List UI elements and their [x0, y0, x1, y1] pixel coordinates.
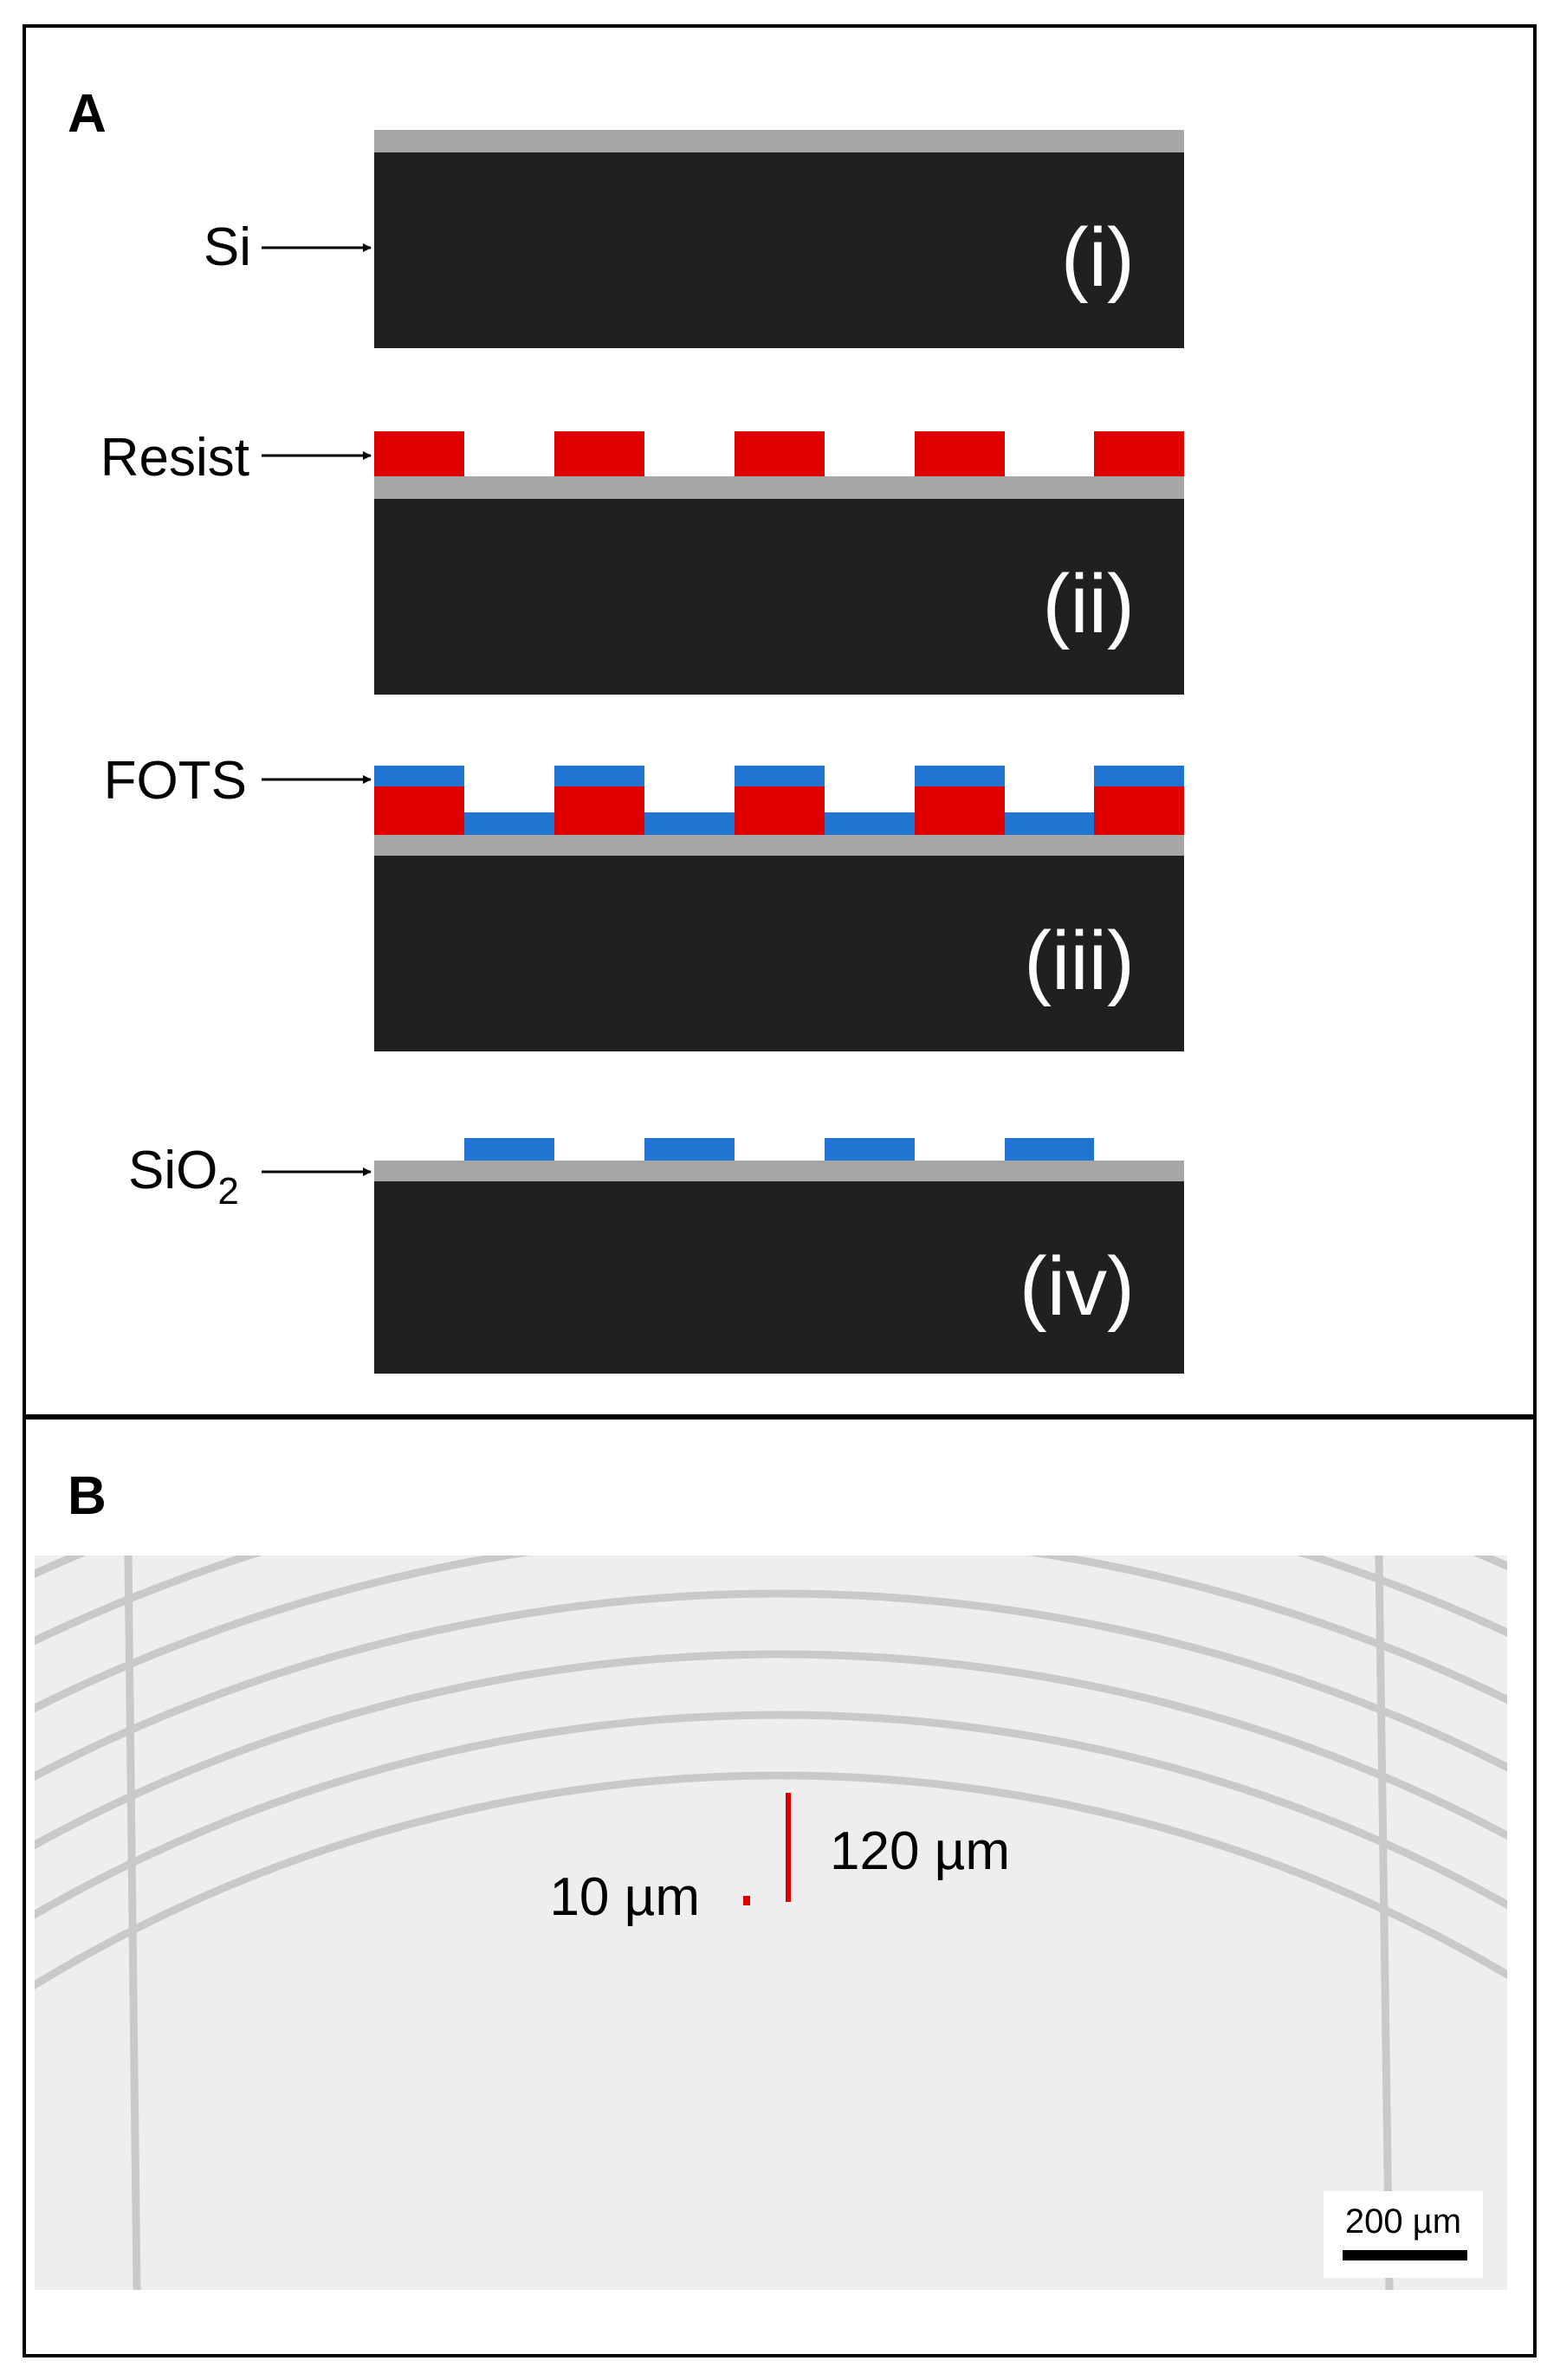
silicon-substrate [374, 856, 1184, 1051]
micrograph-side-channel [1375, 1555, 1394, 2290]
scale-bar-background [1324, 2191, 1483, 2278]
micrograph [35, 1555, 1507, 2290]
resist-block [915, 431, 1005, 476]
period-label: 120 µm [830, 1821, 1010, 1881]
resist-block [554, 431, 644, 476]
micrograph-channel [35, 1555, 1507, 1646]
micrograph-channel [35, 1650, 1507, 1850]
resist-block [735, 786, 825, 835]
fots-layer [644, 812, 735, 835]
silicon-substrate [374, 1181, 1184, 1374]
resist-block [1094, 786, 1184, 835]
scale-bar: 200 µm [1324, 2191, 1483, 2278]
fots-layer [1005, 812, 1094, 835]
si-label: Si [204, 217, 251, 277]
resist-block [1094, 431, 1184, 476]
micrograph-channel [35, 1771, 1507, 1990]
resist-label: Resist [100, 428, 249, 488]
oxide-layer [374, 130, 1184, 152]
sio2-label-subscript: 2 [217, 1170, 238, 1213]
resist-block [554, 786, 644, 835]
silicon-substrate [374, 152, 1184, 348]
fots-layer [735, 766, 825, 786]
panel-b: B 120 µm 10 µm 200 µm [23, 1416, 1537, 2357]
resist-block [374, 431, 464, 476]
fots-layer [1094, 766, 1184, 786]
oxide-layer [374, 1161, 1184, 1181]
scale-bar-label: 200 µm [1345, 2202, 1461, 2241]
resist-block [374, 786, 464, 835]
fots-layer [374, 766, 464, 786]
step-iii-label: (iii) [1024, 915, 1135, 1007]
micrograph-stripes [35, 1555, 1507, 2290]
step-i-stack: (i) [374, 130, 1184, 348]
step-ii-label: (ii) [1042, 558, 1135, 650]
fots-layer [825, 812, 915, 835]
oxide-layer [374, 835, 1184, 856]
micrograph-channel [35, 1589, 1507, 1781]
resist-block [735, 431, 825, 476]
fots-layer [644, 1138, 735, 1161]
panel-a: A (i) Si (ii) Resist [23, 24, 1537, 1418]
step-iv-label: (iv) [1020, 1240, 1135, 1333]
scale-bar-line [1343, 2250, 1467, 2260]
step-ii-stack: (ii) [374, 431, 1184, 695]
panel-b-letter: B [68, 1466, 107, 1526]
micrograph-side-channel [124, 1555, 141, 2290]
resist-block [915, 786, 1005, 835]
fots-layer [464, 812, 554, 835]
panel-a-letter: A [68, 84, 107, 144]
oxide-layer [374, 476, 1184, 499]
micrograph-channel [35, 1555, 1507, 1713]
sio2-label-base: SiO [128, 1141, 217, 1200]
step-iv-stack: (iv) [374, 1138, 1184, 1374]
fots-layer [554, 766, 644, 786]
fots-label: FOTS [104, 751, 247, 811]
sio2-label: SiO2 [128, 1141, 239, 1213]
silicon-substrate [374, 499, 1184, 695]
step-iii-stack: (iii) [374, 766, 1184, 1051]
fots-layer [825, 1138, 915, 1161]
micrograph-background [35, 1555, 1507, 2290]
fots-layer [1005, 1138, 1094, 1161]
step-i-label: (i) [1061, 211, 1135, 304]
fots-layer [915, 766, 1005, 786]
micrograph-channel [35, 1711, 1507, 1919]
fots-layer [464, 1138, 554, 1161]
gap-label: 10 µm [549, 1867, 700, 1927]
